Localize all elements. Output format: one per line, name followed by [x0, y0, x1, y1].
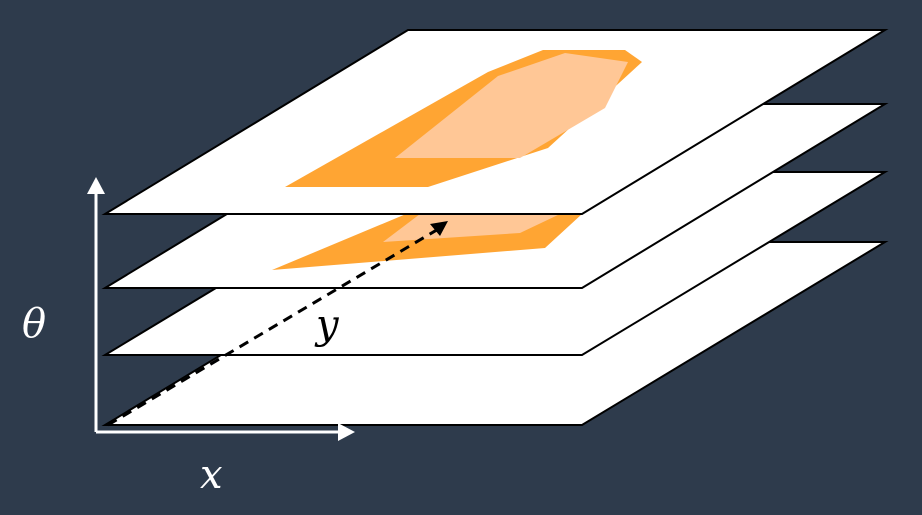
- theta-axis-label: θ: [22, 301, 46, 347]
- y-axis-label: y: [314, 302, 340, 348]
- x-axis-arrowhead: [338, 423, 355, 441]
- region-layer-3-inner: [383, 214, 560, 242]
- y-axis-dashed-line: [107, 226, 441, 427]
- theta-axis-arrowhead: [87, 177, 105, 194]
- x-axis-label: x: [200, 452, 223, 498]
- region-layer-4-inner: [395, 53, 628, 158]
- y-axis-arrowhead: [430, 221, 448, 236]
